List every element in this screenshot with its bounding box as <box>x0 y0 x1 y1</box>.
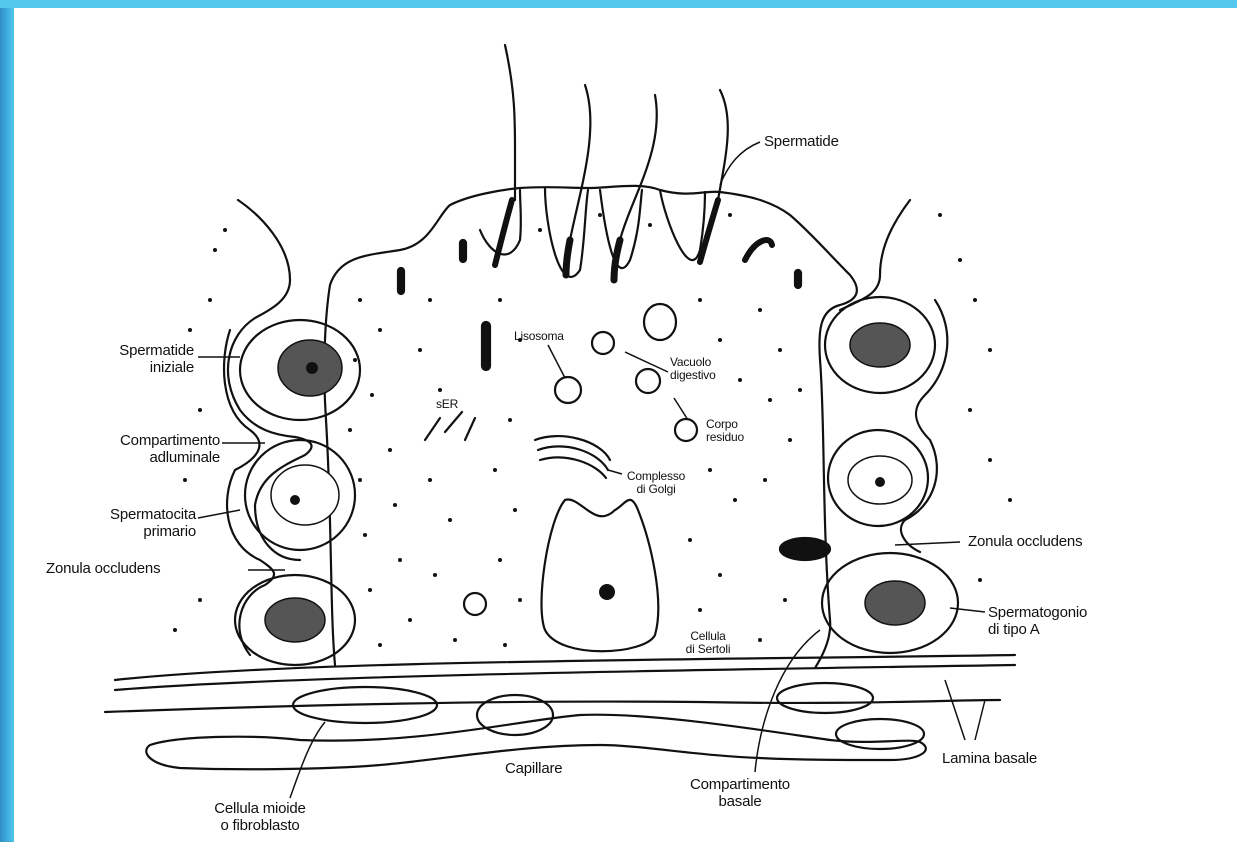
label-cellula-sertoli: Cellula di Sertoli <box>668 630 748 656</box>
golgi-cisterna-3 <box>540 457 606 478</box>
label-spermatocita-primario-line1: Spermatocita <box>20 506 196 523</box>
label-spermatide-iniziale-line1: Spermatide <box>60 342 194 359</box>
lysosome-organelle <box>555 377 581 403</box>
sertoli-crypt-4 <box>660 190 705 260</box>
label-spermatocita-primario-line2: primario <box>20 523 196 540</box>
mitochondrion-3 <box>460 240 466 262</box>
label-capillare: Capillare <box>505 760 562 777</box>
leader-corpo <box>674 398 688 420</box>
nucleus-spermatogonium-right <box>865 581 925 625</box>
label-compartimento-adluminale: Compartimento adluminale <box>40 432 220 466</box>
label-compartimento-basale-line1: Compartimento <box>670 776 810 793</box>
spermatid-tail-4 <box>718 90 728 200</box>
mitochondrion-1 <box>482 322 490 370</box>
sertoli-nucleolus <box>599 584 615 600</box>
label-zonula-occludens-left: Zonula occludens <box>46 560 160 577</box>
leader-zonula-right <box>895 542 960 545</box>
ser-tubule-1 <box>425 418 440 440</box>
label-golgi-line2: di Golgi <box>616 483 696 496</box>
mitochondrion-4 <box>795 270 801 288</box>
label-compartimento-adluminale-line1: Compartimento <box>40 432 220 449</box>
label-spermatogonio-line2: di tipo A <box>988 621 1087 638</box>
myoid-cell-far-right <box>836 719 924 749</box>
leader-lamina-1 <box>945 680 965 740</box>
sertoli-crypt-3 <box>600 190 642 268</box>
leader-comp-basale <box>755 630 820 772</box>
label-spermatogonio-line1: Spermatogonio <box>988 604 1087 621</box>
label-cellula-mioide-line2: o fibroblasto <box>195 817 325 834</box>
label-zonula-occludens-right: Zonula occludens <box>968 533 1082 550</box>
mitochondrion-6 <box>745 240 772 260</box>
spermatid-tail-1 <box>505 45 515 200</box>
leader-lisosoma <box>548 345 565 378</box>
label-spermatide: Spermatide <box>764 133 839 150</box>
spermatid-tail-2 <box>570 85 590 240</box>
label-spermatide-iniziale: Spermatide iniziale <box>60 342 194 376</box>
myoid-cell-right <box>777 683 873 713</box>
label-compartimento-basale-line2: basale <box>670 793 810 810</box>
label-cellula-mioide: Cellula mioide o fibroblasto <box>195 800 325 834</box>
ser-tubule-2 <box>445 412 462 432</box>
mitochondrion-5 <box>780 538 830 560</box>
nucleolus-right <box>875 477 885 487</box>
label-vacuolo-digestivo: Vacuolo digestivo <box>670 356 716 382</box>
label-corpo-residuo-line2: residuo <box>706 431 744 444</box>
vacuole-organelle <box>592 332 614 354</box>
residual-body <box>675 419 697 441</box>
nucleolus-left-1 <box>306 362 318 374</box>
digestive-vacuole <box>636 369 660 393</box>
left-column-outer <box>224 330 274 655</box>
label-ser: sER <box>436 398 458 411</box>
leader-spermatogonio <box>950 608 985 612</box>
nucleus-spermatid-right <box>850 323 910 367</box>
label-lisosoma: Lisosoma <box>514 330 564 343</box>
basal-lamina-2 <box>115 665 1015 690</box>
right-germ-column <box>840 200 910 310</box>
leader-lamina-2 <box>975 700 985 740</box>
nucleus-spermatogonium-left <box>265 598 325 642</box>
spermatid-head-3 <box>614 240 620 280</box>
label-compartimento-basale: Compartimento basale <box>670 776 810 810</box>
ser-tubule-3 <box>465 418 475 440</box>
label-complesso-golgi: Complesso di Golgi <box>616 470 696 496</box>
label-cellula-mioide-line1: Cellula mioide <box>195 800 325 817</box>
vesicle-top <box>644 304 676 340</box>
label-compartimento-adluminale-line2: adluminale <box>40 449 220 466</box>
mitochondrion-2 <box>398 268 404 294</box>
nucleolus-left-2 <box>290 495 300 505</box>
label-spermatide-iniziale-line2: iniziale <box>60 359 194 376</box>
leader-spermatocita <box>198 510 240 518</box>
leader-cellula-mioide <box>290 722 325 798</box>
nucleus-spermatocyte-left <box>271 465 339 525</box>
label-lamina-basale: Lamina basale <box>942 750 1037 767</box>
sertoli-cell-outline <box>324 186 857 668</box>
spermatid-head-2 <box>566 240 570 275</box>
label-vacuolo-line2: digestivo <box>670 369 716 382</box>
vesicle-left <box>464 593 486 615</box>
sertoli-nucleus <box>542 500 659 652</box>
label-spermatogonio: Spermatogonio di tipo A <box>988 604 1087 638</box>
label-spermatocita-primario: Spermatocita primario <box>20 506 196 540</box>
label-sertoli-line2: di Sertoli <box>668 643 748 656</box>
label-corpo-residuo: Corpo residuo <box>706 418 744 444</box>
